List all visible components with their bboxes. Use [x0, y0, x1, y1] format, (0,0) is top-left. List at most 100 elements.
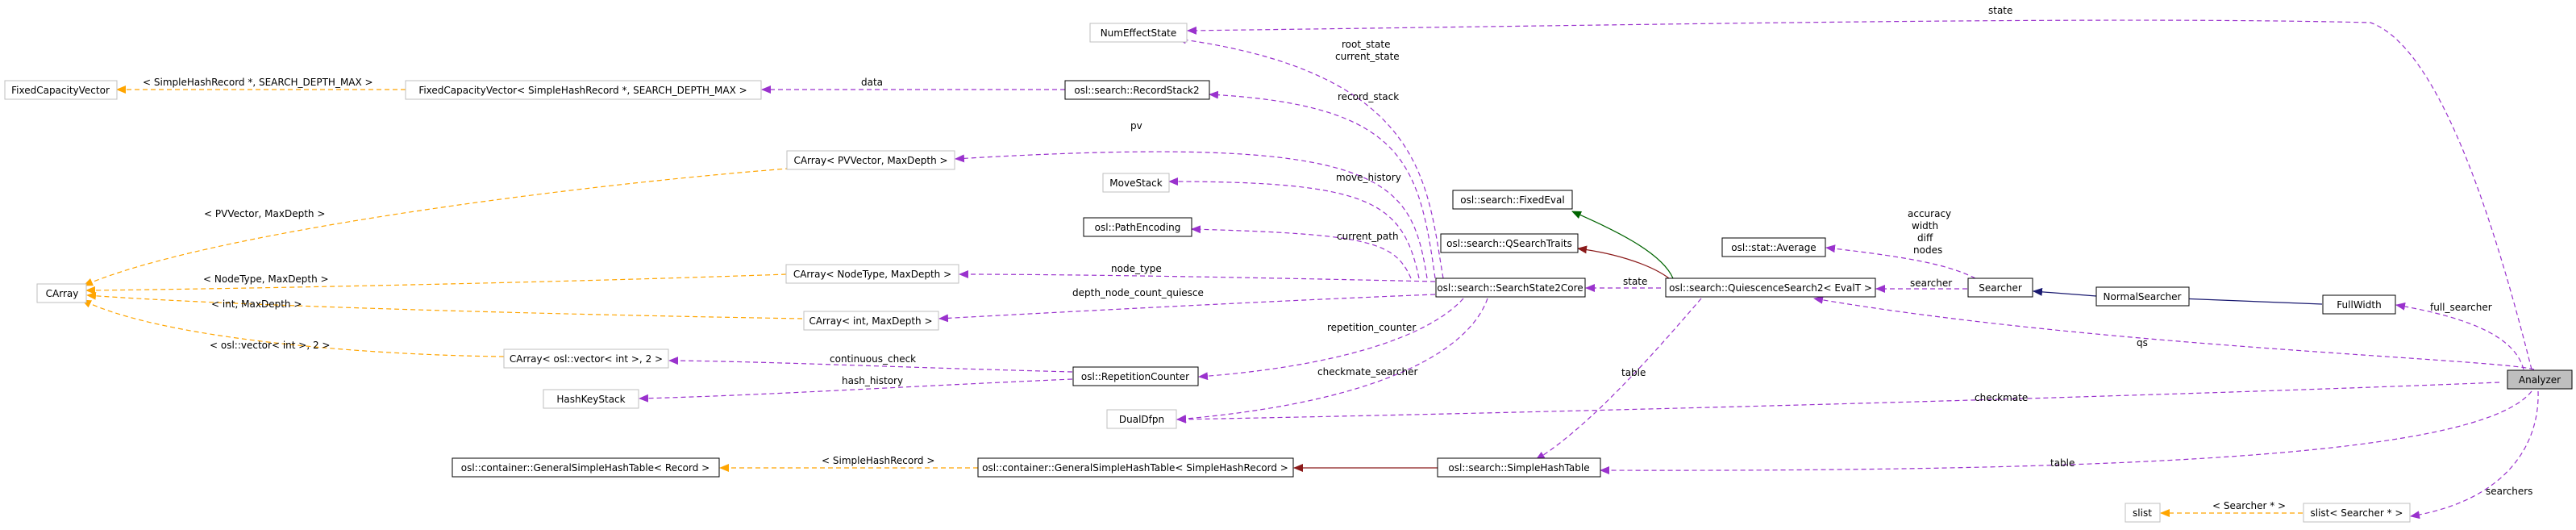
node-numeffectstate[interactable]: NumEffectState [1089, 23, 1188, 43]
label-node-type: node_type [1111, 263, 1162, 274]
label-repetition-counter: repetition_counter [1327, 322, 1416, 333]
label-table-mid: table [1621, 367, 1646, 378]
svg-text:slist< Searcher * >: slist< Searcher * > [2311, 507, 2403, 519]
edge-continuous-check [668, 357, 1073, 373]
svg-text:osl::RepetitionCounter: osl::RepetitionCounter [1081, 371, 1189, 382]
label-current-path: current_path [1337, 231, 1399, 242]
node-simplehashtable[interactable]: osl::search::SimpleHashTable [1437, 457, 1601, 478]
label-vec-template: < osl::vector< int >, 2 > [210, 340, 330, 351]
node-carray[interactable]: CArray [36, 283, 87, 303]
svg-text:osl::search::QSearchTraits: osl::search::QSearchTraits [1446, 238, 1572, 249]
edge-pv-template [83, 167, 799, 286]
label-searcher: searcher [1910, 278, 1952, 289]
label-simplehash-template: < SimpleHashRecord > [822, 455, 934, 466]
edge-qsearchtraits [1577, 245, 1670, 279]
label-nodetype-template: < NodeType, MaxDepth > [203, 273, 329, 285]
svg-text:DualDfpn: DualDfpn [1119, 414, 1164, 425]
node-dualdfpn[interactable]: DualDfpn [1106, 409, 1177, 429]
node-stat-average[interactable]: osl::stat::Average [1721, 237, 1826, 257]
edge-hash-history [639, 378, 1073, 403]
node-generalsimplehashtable-record[interactable]: osl::container::GeneralSimpleHashTable< … [452, 457, 720, 478]
edge-move-history [1168, 177, 1420, 279]
svg-text:slist: slist [2133, 507, 2152, 519]
label-searcher-ptr-template: < Searcher * > [2212, 500, 2286, 511]
node-carray-nodetype[interactable]: CArray< NodeType, MaxDepth > [785, 264, 959, 284]
node-hashkeystack[interactable]: HashKeyStack [543, 389, 639, 409]
edge-depth-node-count [938, 294, 1436, 323]
edge-repetition-counter [1198, 298, 1464, 381]
node-repetitioncounter[interactable]: osl::RepetitionCounter [1072, 366, 1199, 386]
svg-text:Searcher: Searcher [1979, 282, 2022, 294]
svg-text:osl::container::GeneralSimpleH: osl::container::GeneralSimpleHashTable< … [461, 462, 710, 474]
label-width: width [1912, 220, 1938, 232]
edge-qs [1813, 295, 2535, 370]
label-table-bottom: table [2050, 457, 2075, 469]
node-analyzer[interactable]: Analyzer [2507, 369, 2573, 390]
svg-text:FixedCapacityVector: FixedCapacityVector [11, 85, 110, 96]
node-carray-pvvector[interactable]: CArray< PVVector, MaxDepth > [786, 150, 955, 170]
label-diff: diff [1917, 232, 1933, 244]
edge-current-path [1191, 225, 1412, 279]
svg-text:FixedCapacityVector< SimpleHas: FixedCapacityVector< SimpleHashRecord *,… [418, 85, 747, 96]
label-pv-template: < PVVector, MaxDepth > [204, 208, 325, 219]
node-slist-searcher[interactable]: slist< Searcher * > [2303, 503, 2411, 523]
node-fixedcapacityvector[interactable]: FixedCapacityVector [4, 80, 118, 100]
svg-text:osl::stat::Average: osl::stat::Average [1731, 242, 1816, 253]
label-continuous-check: continuous_check [830, 353, 916, 365]
label-record-stack: record_stack [1338, 91, 1399, 102]
svg-text:osl::search::RecordStack2: osl::search::RecordStack2 [1074, 85, 1199, 96]
svg-text:CArray< NodeType, MaxDepth >: CArray< NodeType, MaxDepth > [793, 269, 951, 280]
label-checkmate: checkmate [1975, 392, 2028, 403]
node-movestack[interactable]: MoveStack [1102, 173, 1170, 193]
node-normalsearcher[interactable]: NormalSearcher [2095, 286, 2190, 307]
edge-full-searcher [2395, 302, 2524, 370]
svg-text:osl::search::QuiescenceSearch2: osl::search::QuiescenceSearch2< EvalT > [1669, 282, 1872, 294]
edge-node-type [959, 270, 1436, 282]
svg-text:osl::search::SimpleHashTable: osl::search::SimpleHashTable [1448, 462, 1589, 474]
label-current-state: current_state [1335, 51, 1400, 62]
edge-record-stack [1209, 90, 1436, 279]
node-quiescencesearch2[interactable]: osl::search::QuiescenceSearch2< EvalT > [1665, 278, 1876, 298]
label-int-template: < int, MaxDepth > [211, 298, 302, 310]
label-state-mid: state [1623, 276, 1647, 287]
edge-pv [955, 151, 1428, 279]
svg-text:osl::container::GeneralSimpleH: osl::container::GeneralSimpleHashTable< … [982, 462, 1288, 474]
node-searchstate2core[interactable]: osl::search::SearchState2Core [1435, 278, 1586, 298]
node-fullwidth[interactable]: FullWidth [2322, 294, 2396, 315]
label-root-state: root_state [1342, 39, 1390, 50]
label-data: data [861, 77, 883, 88]
label-move-history: move_history [1336, 172, 1401, 183]
svg-text:NormalSearcher: NormalSearcher [2104, 291, 2182, 303]
svg-text:HashKeyStack: HashKeyStack [556, 394, 625, 405]
svg-text:osl::search::FixedEval: osl::search::FixedEval [1460, 194, 1564, 206]
node-searcher[interactable]: Searcher [1967, 278, 2033, 298]
svg-text:osl::PathEncoding: osl::PathEncoding [1095, 222, 1181, 233]
label-searchers: searchers [2486, 486, 2532, 497]
node-fixedeval[interactable]: osl::search::FixedEval [1452, 190, 1573, 210]
label-accuracy: accuracy [1908, 208, 1951, 219]
node-generalsimplehashtable-shr[interactable]: osl::container::GeneralSimpleHashTable< … [977, 457, 1294, 478]
node-qsearchtraits[interactable]: osl::search::QSearchTraits [1440, 233, 1579, 253]
label-state-top: state [1988, 5, 2012, 16]
label-hash-history: hash_history [842, 375, 903, 386]
edge-nodetype-template [85, 273, 787, 294]
node-carray-vector[interactable]: CArray< osl::vector< int >, 2 > [503, 348, 669, 369]
label-checkmate-searcher: checkmate_searcher [1317, 366, 1418, 378]
node-carray-int[interactable]: CArray< int, MaxDepth > [803, 311, 939, 331]
svg-text:FullWidth: FullWidth [2337, 299, 2381, 311]
svg-text:MoveStack: MoveStack [1109, 177, 1162, 189]
edge-searchers [2410, 390, 2539, 520]
node-pathencoding[interactable]: osl::PathEncoding [1083, 217, 1192, 237]
edge-checkmate-searcher [1176, 298, 1488, 424]
label-full-searcher: full_searcher [2430, 302, 2492, 313]
edge-fixedeval [1571, 211, 1674, 279]
svg-text:Analyzer: Analyzer [2519, 374, 2561, 386]
edge-normalsearcher [2033, 287, 2097, 297]
edge-checkmate [1176, 382, 2500, 424]
node-slist[interactable]: slist [2124, 503, 2161, 523]
edge-root-state [1176, 35, 1444, 279]
edge-average [1825, 244, 1976, 279]
node-fixedcapacityvector-shr[interactable]: FixedCapacityVector< SimpleHashRecord *,… [405, 80, 762, 100]
node-recordstack2[interactable]: osl::search::RecordStack2 [1064, 80, 1210, 100]
label-pv: pv [1130, 120, 1142, 131]
